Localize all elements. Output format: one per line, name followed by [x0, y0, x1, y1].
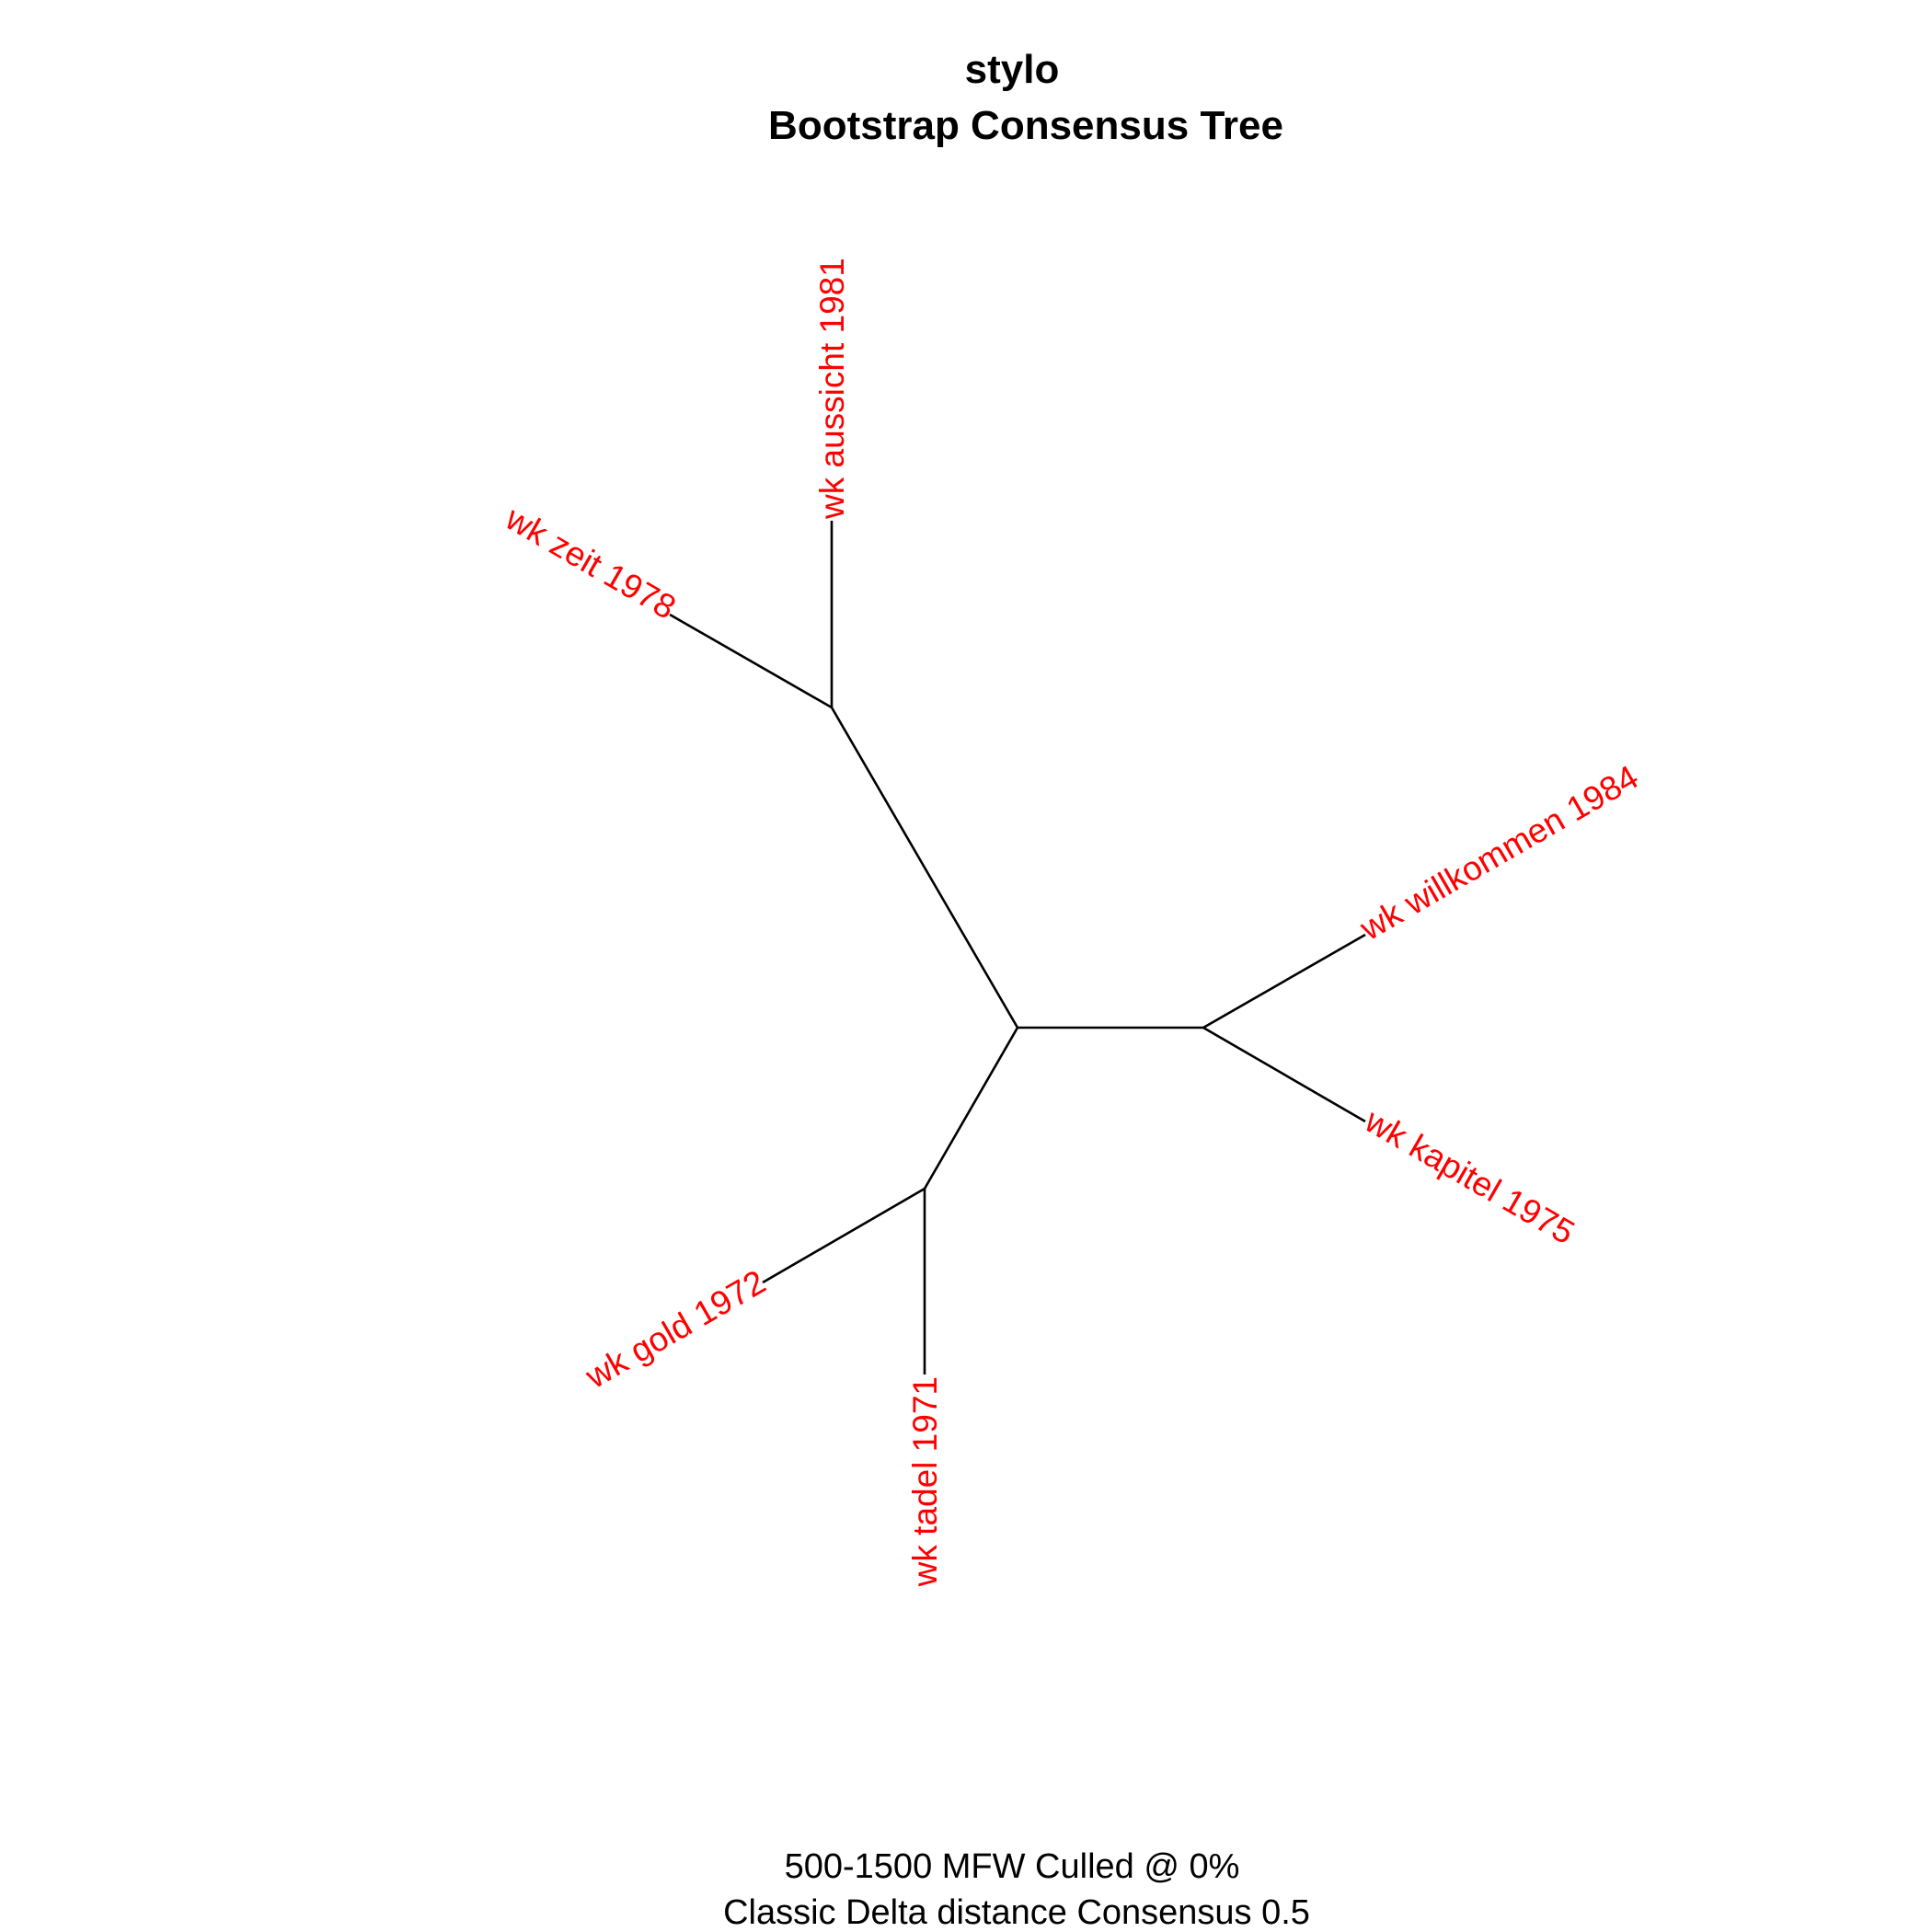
leaf-label-gold: wk gold 1972: [579, 1262, 772, 1396]
branch-node-to-willkommen: [1202, 933, 1366, 1029]
leaf-label-aussicht: wk aussicht 1981: [813, 258, 851, 520]
figure-subtitle: Bootstrap Consensus Tree: [768, 103, 1283, 148]
leaf-label-tadel: wk tadel 1971: [906, 1376, 944, 1587]
branch-node-to-zeit: [669, 613, 833, 709]
leaf-label-willkommen: wk willkommen 1984: [1353, 758, 1645, 949]
branch-root-to-gold-tadel-node: [923, 1027, 1019, 1190]
leaf-label-zeit: wk zeit 1978: [499, 499, 682, 627]
branch-node-to-gold: [762, 1187, 926, 1284]
branch-node-to-kapitel: [1202, 1026, 1366, 1123]
leaf-label-kapitel: wk kapitel 1975: [1358, 1101, 1581, 1252]
tree-leaf-labels: wk aussicht 1981 wk zeit 1978 wk willkom…: [499, 258, 1645, 1587]
caption-settings: 500-1500 MFW Culled @ 0%: [785, 1847, 1240, 1886]
caption-method: Classic Delta distance Consensus 0.5: [723, 1893, 1310, 1932]
branch-root-to-aussicht-zeit-node: [830, 707, 1019, 1029]
figure-title: stylo: [965, 47, 1060, 92]
tree-branches: [669, 521, 1366, 1374]
